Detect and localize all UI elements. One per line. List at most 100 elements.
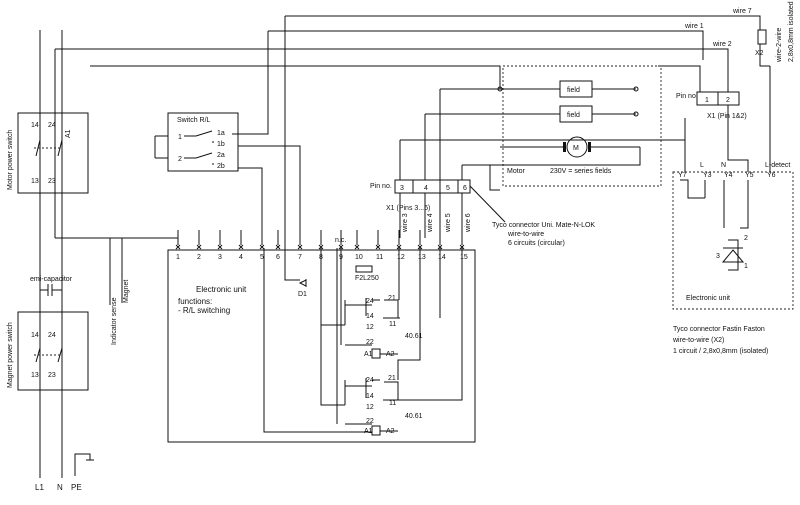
relay-2-24: 24 [366,377,374,384]
main-unit-title: Electronic unit [196,285,247,294]
right-unit-y4: Y4 [724,172,733,179]
tyco-x1-line3: 6 circuits (circular) [508,240,565,247]
magnet-power-switch: Magnet power switch 14 24 13 23 [7,311,89,391]
magnet-contact-1 [35,340,41,372]
terminal-label: 13 [418,254,426,261]
relay-1-coil [371,348,381,359]
motor-switch-label: Motor power switch [7,130,14,190]
right-unit-l: L [700,162,704,169]
brush-right [588,142,591,152]
x1-mid-dividers [412,180,459,193]
terminal-mark [396,244,402,250]
terminal-label: 12 [397,254,405,261]
main-rails: L1 N PE [35,30,94,492]
relay-1-22: 22 [366,339,374,346]
x1-mid-box [394,179,471,194]
label-l1: L1 [35,483,44,492]
triac-pin-3: 3 [716,253,720,260]
magnet-switch-t14: 14 [31,332,39,339]
x1-mid-p4: 4 [424,185,428,192]
terminal-mark [259,244,265,250]
relay-2-21: 21 [388,375,396,382]
relay-2-22: 22 [366,418,374,425]
x1-mid-bottom-leads [399,193,463,238]
right-unit-y5: Y5 [745,172,754,179]
right-unit-triac-leads [728,239,739,271]
relay-1-name: 40.61 [405,333,423,340]
relay-bottom-feed [263,248,372,433]
magnet-switch-box [17,311,89,391]
relay-2-coil-leads [345,423,398,432]
switch-rl-1a: 1a [217,130,225,137]
main-unit-fn1: functions: [178,297,212,306]
terminal-mark [275,244,281,250]
x1-top-lead-2 [727,105,749,172]
terminal-mark [196,244,202,250]
terminal-label: 5 [260,254,264,261]
x1-mid-top-leads [399,89,463,180]
switch-rl-1b: 1b [217,141,225,148]
motor-armature [566,136,588,158]
x1-top-lead-1 [658,65,701,92]
relay-feed-right [397,248,463,401]
motor-contact-1 [35,130,41,170]
field-2-label: field [567,112,580,119]
terminal-mark [318,244,324,250]
terminal-label: 4 [239,254,243,261]
emi-capacitor: emi-capacitor [30,276,73,296]
wire-4-tag: wire 4 [427,213,434,233]
motor-switch-t24: 24 [48,122,56,129]
motor-switch-t14: 14 [31,122,39,129]
motor-m-label: M [573,145,579,152]
motor-contact-2 [57,130,63,170]
magnet-label: Magnet [123,280,130,303]
relay-1-11: 11 [389,321,396,328]
relay-2-14: 14 [366,393,374,400]
right-unit-y7-y3 [680,179,706,199]
x2-connector [757,29,767,45]
link-pin6 [462,164,500,191]
x1-top-connector: Pin no. 1 2 X1 (Pin 1&2) [658,65,749,172]
x1-top-label: X1 (Pin 1&2) [707,113,747,120]
x1-mid-connector: Pin no. 3 4 5 6 X1 (Pins 3...6) [370,89,506,238]
terminal-mark [338,244,344,250]
rail-pe [74,453,91,476]
switch-rl: Switch R/L 1a 1b 2a 2b 1 2 [154,112,301,238]
nc-label: n.c. [335,237,346,244]
x2-label: X2 [755,50,764,57]
right-unit-n: N [721,162,726,169]
x1-mid-p3: 3 [400,185,404,192]
tyco-x1-line1: Tyco connector Uni. Mate-N-LOK [492,222,595,229]
label-n: N [57,483,63,492]
diode-symbol [298,279,307,287]
tyco-x2-line3: 1 circuit / 2,8x0,8mm (isolated) [673,348,768,355]
x1-top-p2: 2 [726,97,730,104]
right-unit-label: Electronic unit [686,295,730,302]
switch-rl-title: Switch R/L [177,117,211,124]
switch-rl-n1: 1 [178,134,182,141]
terminal-mark [297,244,303,250]
relay-1-12: 12 [366,324,374,331]
right-unit-dashed-box [672,171,794,310]
right-unit-y6: Y6 [767,172,776,179]
relay-2-12: 12 [366,404,374,411]
terminal-label: 10 [355,254,363,261]
relay-2-a2: A2 [386,428,395,435]
relay-1-contacts [344,298,400,325]
switch-rl-n2: 2 [178,156,182,163]
motor-power-switch: Motor power switch 14 24 13 23 A1 [7,112,89,194]
relay-1-21: 21 [388,295,396,302]
terminal-mark [437,244,443,250]
relay-2-name: 40.61 [405,413,423,420]
motor-switch-a1: A1 [65,129,72,138]
right-unit-y3: Y3 [703,172,712,179]
switch-rl-2a: 2a [217,152,225,159]
relay-2-coil [371,425,381,436]
wire-5-tag: wire 5 [445,213,452,233]
tyco-x2-line1: Tyco connector Fastin Faston [673,326,765,333]
switch-rl-2b: 2b [217,163,225,170]
right-electronic-unit: L N L-detect Y7 Y3 Y4 Y5 Y6 2 3 1 Electr… [672,66,794,310]
motor-label: Motor [507,168,526,175]
link-n-to-motor [90,65,501,89]
